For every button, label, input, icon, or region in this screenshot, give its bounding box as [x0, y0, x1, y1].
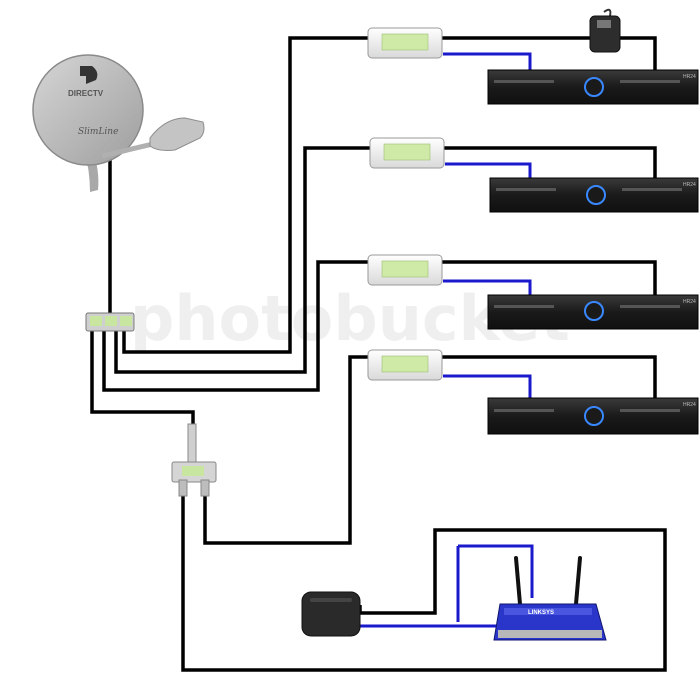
- receiver-slot: [622, 188, 682, 191]
- coax-splitter-to-dca: [181, 495, 667, 672]
- ethernet-receiver-4: [443, 374, 532, 400]
- receiver-model: HR24: [683, 182, 696, 188]
- swm-port: [90, 316, 102, 326]
- ethernet-cables: [360, 52, 534, 628]
- swm-port: [120, 316, 132, 326]
- router-antenna-right: [574, 556, 582, 606]
- deca-adapter-4: [367, 349, 443, 381]
- receiver-power-ring-icon: [586, 185, 606, 205]
- receiver-4: HR24: [487, 397, 699, 435]
- coax-splitter: [171, 423, 217, 497]
- coax-receiver-3-power: [440, 260, 657, 296]
- ethernet-receiver-3: [443, 279, 532, 296]
- wireless-router: LINKSYS: [493, 556, 607, 641]
- coax-receiver-4-in: [203, 355, 370, 545]
- coax-cables: [90, 36, 667, 672]
- coax-receiver-1-power: [440, 36, 657, 72]
- receiver-model: HR24: [683, 299, 696, 305]
- coax-receiver-3-in: [102, 260, 370, 392]
- receiver-1: HR24: [487, 69, 699, 105]
- splitter-input: [187, 423, 197, 465]
- deca-label: [381, 33, 429, 51]
- ethernet-receiver-1: [443, 52, 532, 72]
- power-cord: [603, 8, 612, 17]
- ethernet-receiver-2: [445, 162, 532, 180]
- router-antenna-left: [514, 556, 522, 606]
- power-supply: [589, 8, 621, 53]
- deca-label: [383, 143, 431, 161]
- receiver-slot: [620, 80, 680, 83]
- power-plug: [597, 20, 611, 28]
- dish-model: SlimLine: [78, 127, 118, 137]
- coax-receiver-2-power: [442, 146, 657, 180]
- receiver-power-ring-icon: [584, 301, 604, 321]
- broadband-adapter-body: [301, 591, 361, 637]
- directv-logo-icon: [80, 66, 98, 84]
- dish-brand: DIRECTV: [68, 89, 104, 98]
- receiver-model: HR24: [683, 74, 696, 80]
- deca-label: [381, 260, 429, 278]
- receiver-slot: [494, 305, 554, 308]
- receiver-power-ring-icon: [584, 406, 604, 426]
- coax-receiver-2-in: [114, 146, 372, 374]
- splitter-label: [182, 466, 204, 476]
- receiver-2: HR24: [489, 177, 699, 213]
- splitter-out-2: [200, 479, 210, 497]
- splitter-out-1: [178, 479, 188, 497]
- receiver-3: HR24: [487, 294, 699, 330]
- router-front-panel: [498, 630, 602, 638]
- receiver-slot: [496, 188, 556, 191]
- swm-port: [105, 316, 117, 326]
- receiver-slot: [494, 80, 554, 83]
- broadband-adapter-highlight: [310, 598, 352, 602]
- coax-receiver-4-power: [440, 355, 657, 400]
- broadband-adapter: [301, 591, 361, 637]
- receiver-power-ring-icon: [584, 77, 604, 97]
- deca-adapter-2: [369, 137, 445, 169]
- deca-label: [381, 355, 429, 373]
- router-brand: LINKSYS: [528, 610, 554, 616]
- router-top-panel: [504, 608, 592, 615]
- receiver-slot: [494, 409, 554, 412]
- receiver-slot: [620, 305, 680, 308]
- deca-adapter-3: [367, 254, 443, 286]
- dish-lnb: [149, 117, 205, 151]
- ethernet-router-uplink: [458, 544, 534, 598]
- swm-multiswitch: [85, 312, 135, 332]
- coax-receiver-1-in: [122, 36, 370, 354]
- receiver-model: HR24: [683, 402, 696, 408]
- satellite-dish: DIRECTV SlimLine: [32, 54, 205, 192]
- dish-reflector: [32, 54, 144, 166]
- receiver-slot: [620, 409, 680, 412]
- deca-adapter-1: [367, 27, 443, 59]
